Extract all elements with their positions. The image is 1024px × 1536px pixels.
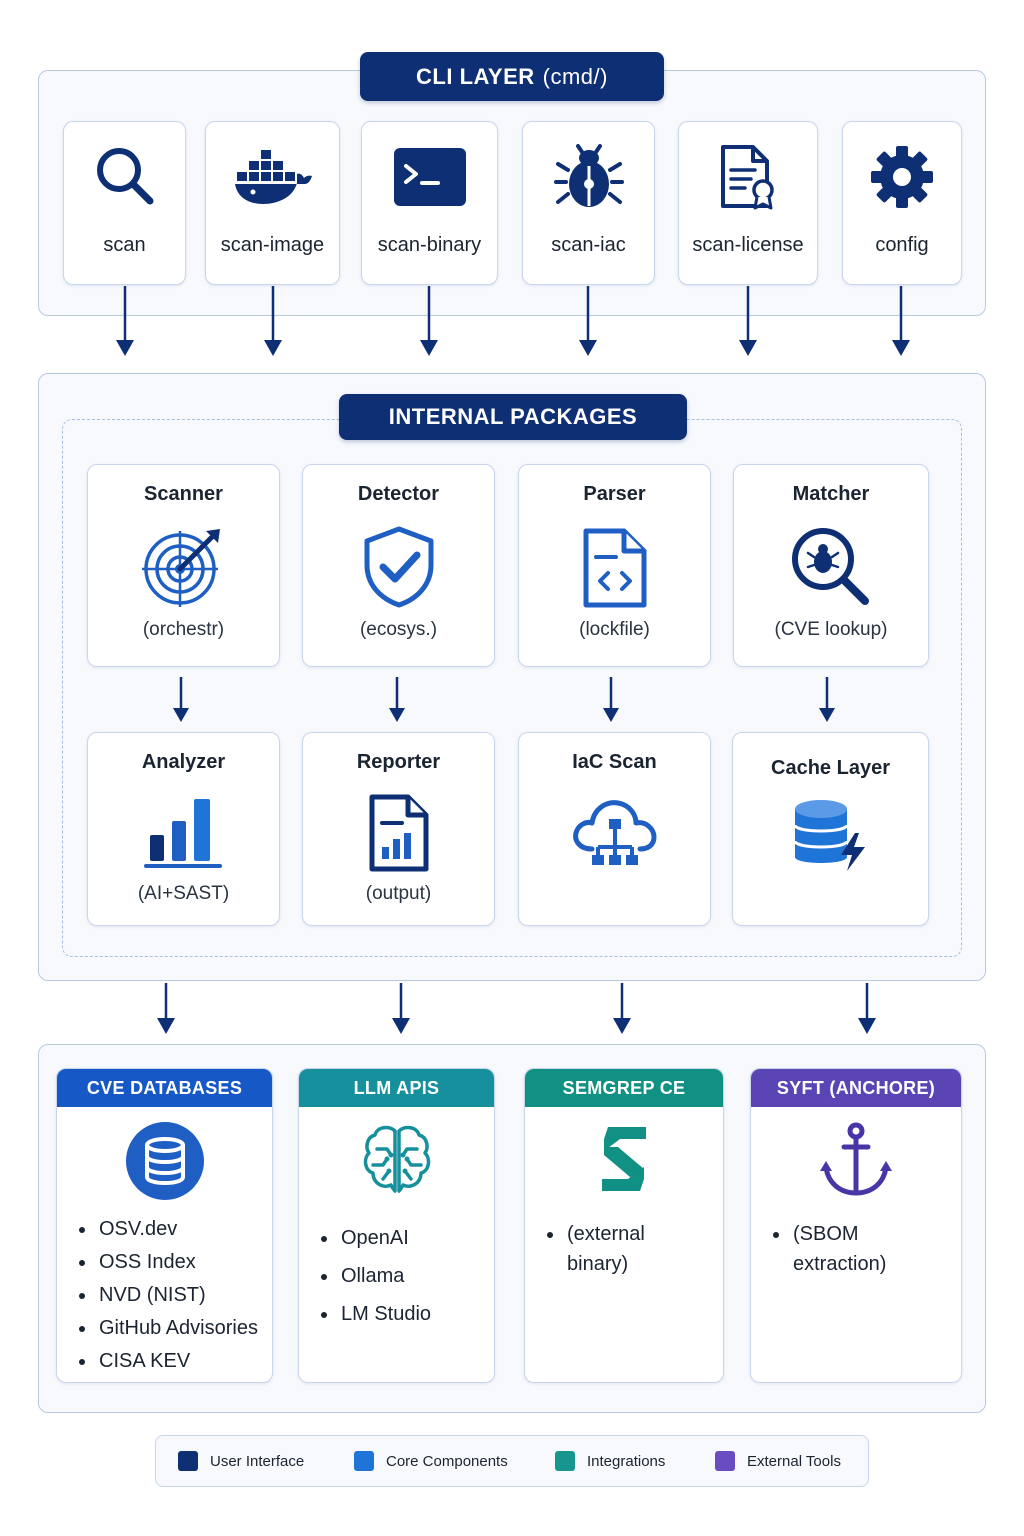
package-title: Cache Layer [771,757,890,779]
external-item-list: (SBOM extraction) [769,1219,921,1279]
gear-icon [871,146,933,208]
cli-command-label: config [875,234,929,256]
cli-command-label: scan-binary [377,234,482,256]
legend-label: User Interface [210,1452,305,1470]
docker-whale-icon [234,150,312,204]
bug-icon [553,144,624,207]
shield-check-icon [364,526,433,608]
package-caption: (orchestr) [142,619,225,640]
external-syft-anchore[interactable]: SYFT (ANCHORE) (SBOM extraction) [750,1068,962,1383]
bar-chart-icon [143,799,222,868]
package-detector[interactable]: Detector (ecosys.) [302,464,495,667]
list-item: OpenAI [339,1219,484,1257]
external-semgrep-ce[interactable]: SEMGREP CE (external binary) [524,1068,724,1383]
internal-packages-title: INTERNAL PACKAGES [388,404,638,429]
list-item: GitHub Advisories [97,1312,262,1345]
internal-packages-header: INTERNAL PACKAGES [339,394,687,440]
package-cache-layer[interactable]: Cache Layer [732,732,929,926]
legend-label: Integrations [587,1452,666,1470]
list-item: NVD (NIST) [97,1279,262,1312]
semgrep-logo-icon [602,1127,646,1191]
package-title: IaC Scan [572,751,657,773]
legend-item-external-tools: External Tools [715,1436,841,1486]
database-icon [125,1122,204,1200]
external-cve-databases[interactable]: CVE DATABASES OSV.dev OSS Index NVD (NIS… [56,1068,273,1383]
report-icon [369,794,428,872]
legend-item-user-interface: User Interface [178,1436,304,1486]
legend-swatch [715,1451,735,1471]
brain-icon [363,1125,430,1193]
license-document-icon [721,145,774,210]
package-matcher[interactable]: Matcher (CVE lookup) [733,464,929,667]
cli-command-scan-binary[interactable]: scan-binary [361,121,498,285]
list-item: CISA KEV [97,1345,262,1378]
external-llm-apis[interactable]: LLM APIS OpenAI Ollama LM Studio [298,1068,495,1383]
package-caption: (lockfile) [579,619,650,640]
external-item-list: (external binary) [543,1219,673,1279]
list-item: (external binary) [565,1219,673,1279]
external-card-header: SEMGREP CE [525,1069,723,1107]
external-item-list: OpenAI Ollama LM Studio [317,1219,484,1333]
cli-command-scan[interactable]: scan [63,121,186,285]
cli-command-label: scan-iac [551,234,626,256]
package-title: Scanner [144,483,223,505]
cli-layer-title: CLI LAYER [416,63,535,89]
legend-label: External Tools [747,1452,841,1470]
package-reporter[interactable]: Reporter (output) [302,732,495,926]
package-scanner[interactable]: Scanner (orchestr) [87,464,280,667]
list-item: OSS Index [97,1246,262,1279]
external-card-header: SYFT (ANCHORE) [751,1069,961,1107]
package-title: Analyzer [141,751,226,773]
legend-item-integrations: Integrations [555,1436,665,1486]
cli-layer-header: CLI LAYER (cmd/) [360,52,664,101]
cli-command-scan-iac[interactable]: scan-iac [522,121,655,285]
anchor-icon [820,1122,892,1196]
cli-layer-subtitle: (cmd/) [542,63,608,89]
cli-command-config[interactable]: config [842,121,962,285]
legend-swatch [555,1451,575,1471]
cli-command-label: scan-image [220,234,325,256]
code-file-icon [583,528,646,608]
legend: User Interface Core Components Integrati… [155,1435,869,1487]
package-title: Detector [357,483,440,505]
legend-item-core-components: Core Components [354,1436,508,1486]
package-title: Matcher [792,483,870,505]
list-item: LM Studio [339,1295,484,1333]
search-icon [96,148,153,205]
package-iac-scan[interactable]: IaC Scan [518,732,711,926]
package-title: Reporter [356,751,441,773]
terminal-icon [393,148,466,206]
legend-swatch [178,1451,198,1471]
target-icon [141,529,220,607]
cli-command-scan-license[interactable]: scan-license [678,121,818,285]
external-item-list: OSV.dev OSS Index NVD (NIST) GitHub Advi… [75,1213,262,1378]
package-parser[interactable]: Parser (lockfile) [518,464,711,667]
external-card-header: LLM APIS [299,1069,494,1107]
database-bolt-icon [793,800,865,871]
list-item: OSV.dev [97,1213,262,1246]
package-caption: (CVE lookup) [774,619,888,640]
cli-command-scan-image[interactable]: scan-image [205,121,340,285]
cloud-network-icon [572,800,656,865]
legend-label: Core Components [386,1452,508,1470]
bug-search-icon [792,528,869,605]
package-caption: (ecosys.) [359,619,438,640]
list-item: Ollama [339,1257,484,1295]
legend-swatch [354,1451,374,1471]
cli-command-label: scan [103,234,146,256]
external-card-header: CVE DATABASES [57,1069,272,1107]
package-analyzer[interactable]: Analyzer (AI+SAST) [87,732,280,926]
cli-layer-panel [38,70,986,316]
list-item: (SBOM extraction) [791,1219,921,1279]
package-caption: (output) [365,883,432,904]
package-title: Parser [583,483,646,505]
package-caption: (AI+SAST) [137,883,230,904]
cli-command-label: scan-license [692,234,804,256]
